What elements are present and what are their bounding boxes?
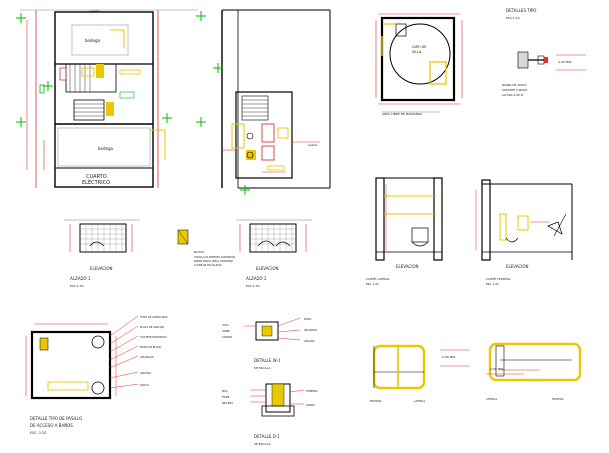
elevation-b: ELEVACION ALZADO 2 ESC.1:50 xyxy=(236,219,312,288)
wall-detail-lower: PISO FIRME RELLENO TERRENO ZAPATA DETALL… xyxy=(222,383,318,446)
wall-lower-annotation: RELLENO xyxy=(222,402,233,405)
wall-upper-annotation: LOSA xyxy=(222,324,229,327)
corridor-detail: TUBO DE ACERO INOX PLACA DE ANCLAJE TAQU… xyxy=(25,315,168,435)
detalles-tipo-scale: ESC.1:10 xyxy=(506,16,520,20)
wall-lower-annotation: PISO xyxy=(222,390,228,393)
notes-line-3: O SIMILAR EN CALIDAD xyxy=(194,264,222,267)
right-annotation: TAQUETE EXPANSIVO xyxy=(140,335,166,339)
wall-lower-annotation: ZAPATA xyxy=(306,404,315,407)
wall-upper-annotation: APLANADO xyxy=(304,329,317,332)
right-annotation: APLANADO xyxy=(140,355,154,359)
grab-bar-left: 0.90 MIN FRONTAL LATERAL xyxy=(370,344,470,403)
wall-upper-annotation: CADENA xyxy=(222,336,232,339)
elevation-b-title: ALZADO 2 xyxy=(246,276,267,281)
grab-bar-right-dimension: 0.90 MIN xyxy=(490,367,503,371)
corridor-label: pasillo xyxy=(90,9,100,13)
wc-section-left: ELEVACION CORTE LATERAL ESC. 1:20 xyxy=(366,177,443,286)
detalles-tipo-note-b: SOPORTE A MURO xyxy=(502,88,528,92)
detalles-tipo-note-a: BARRA DE APOYO xyxy=(502,83,527,87)
wall-detail-upper: LOSA TRABE CADENA MURO APLANADO AZULEJO … xyxy=(222,317,317,370)
grab-bar-label: FRONTAL xyxy=(370,399,382,403)
detalles-tipo: DETALLES TIPO ESC.1:10 0.90 MIN BARRA DE… xyxy=(502,8,586,97)
notes-title: NOTAS xyxy=(194,250,204,254)
corridor-detail-title: DETALLE TIPO DE PASILLO xyxy=(30,416,82,421)
elevation-a-scale: ESC.1:50 xyxy=(70,284,84,288)
wall-upper-scale: SE ESCALA xyxy=(254,366,271,370)
wc-section-right-note: CORTE FRONTAL xyxy=(486,277,511,281)
room-label-bottom: bodega xyxy=(98,146,114,151)
grab-bar-right: 0.90 MIN LATERAL FRONTAL xyxy=(486,342,582,401)
elevation-a-title: ALZADO 1 xyxy=(70,276,91,281)
wall-upper-title: DETALLE W-1 xyxy=(254,358,281,363)
detalles-tipo-note-c: ALTURA 0.90 M xyxy=(502,93,524,97)
wc-section-right: ELEVACION CORTE FRONTAL ESC. 1:20 xyxy=(475,179,573,286)
corridor-detail-scale: ESC. 1:20 xyxy=(30,431,46,435)
accessible-wc-plan: GIRO DE SILLA AREA LIBRE DE MANIOBRA xyxy=(375,13,463,116)
stair-block xyxy=(59,63,141,121)
wall-lower-annotation: FIRME xyxy=(222,396,230,399)
grid-marker-icon xyxy=(196,11,250,195)
wc-section-left-note-scale: ESC. 1:20 xyxy=(366,282,379,286)
elevation-b-caption: ELEVACION xyxy=(256,266,279,271)
wc-section-left-note: CORTE LATERAL xyxy=(366,277,390,281)
detalles-tipo-title: DETALLES TIPO xyxy=(506,8,536,13)
wall-upper-annotation: MURO xyxy=(304,318,311,321)
notes-line-2: SERAN MARCA IDEAL STANDARD xyxy=(194,260,233,263)
elevation-a: ELEVACION ALZADO 1 ESC.1:50 xyxy=(64,219,140,288)
room-label-top: bodega xyxy=(85,38,101,43)
plan-title-line-2: ELECTRICO xyxy=(82,180,110,186)
wall-upper-annotation: TRABE xyxy=(222,330,230,333)
floor-plan-right: pasillo xyxy=(196,9,331,195)
right-annotation: TUBO DE ACERO INOX xyxy=(140,315,168,319)
right-annotation: MURO DE BLOCK xyxy=(140,345,162,349)
wc-section-right-caption: ELEVACION xyxy=(506,264,529,269)
wall-lower-title: DETALLE D-1 xyxy=(254,434,280,439)
wc-note: AREA LIBRE DE MANIOBRA xyxy=(382,112,423,116)
wc-circle-label-1: GIRO DE xyxy=(412,45,426,49)
elevation-b-scale: ESC.1:50 xyxy=(246,284,260,288)
wall-lower-annotation: TERRENO xyxy=(306,390,318,393)
wc-section-right-note-scale: ESC. 1:20 xyxy=(486,282,499,286)
elevation-a-caption: ELEVACION xyxy=(90,266,113,271)
wall-upper-annotation: AZULEJO xyxy=(304,340,315,343)
grab-bar-label: FRONTAL xyxy=(552,397,564,401)
wc-section-left-caption: ELEVACION xyxy=(396,264,419,269)
grab-bar-label: LATERAL xyxy=(414,399,426,403)
corridor-detail-subtitle: DE ACCESO A BAÑOS xyxy=(30,423,73,428)
right-annotation: PLACA DE ANCLAJE xyxy=(140,325,164,329)
notes-block: NOTAS TODOS LOS MUEBLES SANITARIOS SERAN… xyxy=(177,229,236,267)
floor-plan: bodega bodega CUARTO xyxy=(16,9,198,188)
wc-circle-label-2: SILLA xyxy=(412,50,422,54)
notes-line-1: TODOS LOS MUEBLES SANITARIOS xyxy=(194,256,236,259)
wall-lower-scale: SE ESCALA xyxy=(254,442,271,446)
corridor-label-right: pasillo xyxy=(308,143,318,147)
right-annotation: ZOCLO xyxy=(140,383,149,387)
right-annotation: AZULEJO xyxy=(140,371,151,375)
grab-bar-label: LATERAL xyxy=(486,397,498,401)
grid-marker-icon xyxy=(16,13,172,127)
plan-title-line-1: CUARTO xyxy=(86,174,107,180)
grab-bar-left-dimension: 0.90 MIN xyxy=(442,355,455,359)
detalles-tipo-dimension: 0.90 MIN xyxy=(558,60,571,64)
